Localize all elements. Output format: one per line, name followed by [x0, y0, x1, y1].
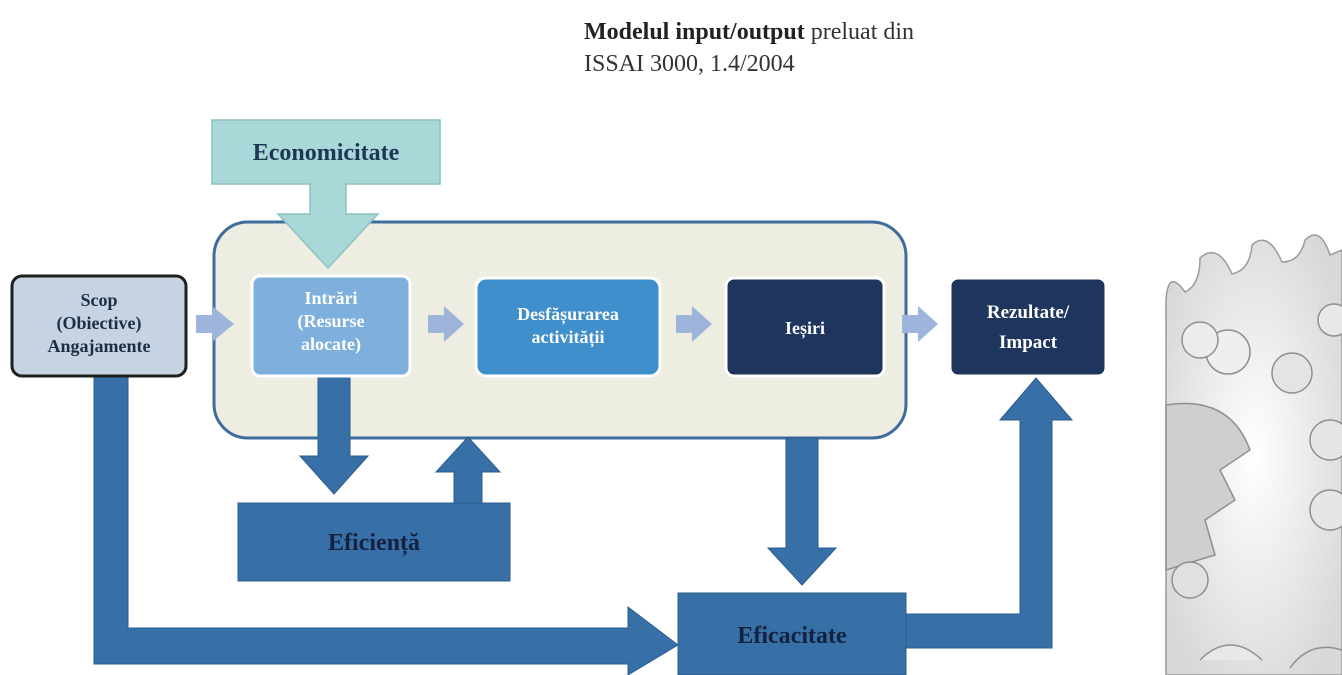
- scop-label-3: Angajamente: [48, 336, 151, 356]
- rezultate-box: [948, 276, 1108, 378]
- desfasurarea-box: [474, 276, 662, 378]
- diagram-caption: Modelul input/output preluat din ISSAI 3…: [584, 16, 914, 80]
- intrari-label-3: alocate): [301, 334, 361, 355]
- scop-label-2: (Obiective): [57, 313, 142, 334]
- desfasurarea-label-2: activității: [532, 327, 605, 348]
- economicitate-label: Economicitate: [253, 140, 400, 166]
- iesiri-box: [724, 276, 886, 378]
- intrari-label-2: (Resurse: [298, 311, 365, 332]
- scop-box: [10, 274, 188, 378]
- caption-reference: ISSAI 3000, 1.4/2004: [584, 51, 795, 77]
- iesiri-to-eficacitate-arrow: [766, 437, 838, 586]
- economicitate-arrow: [211, 119, 441, 270]
- arrow-desfasurare-to-iesiri: [676, 306, 712, 342]
- rezultate-label-1: Rezultate/: [987, 302, 1070, 323]
- desfasurarea-label-1: Desfășurarea: [517, 304, 619, 325]
- eficienta-to-panel-arrow: [434, 436, 502, 504]
- intrari-label-1: Intrări: [305, 288, 358, 308]
- scop-to-eficacitate-arrow: [93, 374, 679, 675]
- intrari-to-eficienta-arrow: [298, 374, 370, 495]
- gear-decoration: [1165, 234, 1342, 675]
- caption-source: preluat din: [804, 19, 915, 45]
- eficienta-label: Eficiență: [328, 530, 420, 556]
- eficacitate-label: Eficacitate: [737, 623, 847, 649]
- rezultate-label-2: Impact: [999, 332, 1058, 353]
- arrow-intrari-to-desfasurare: [428, 306, 464, 342]
- eficacitate-box: [677, 592, 907, 675]
- intrari-box: [250, 274, 412, 378]
- eficacitate-to-rezultate-arrow: [905, 377, 1074, 649]
- eficienta-box: [237, 502, 511, 582]
- iesiri-label: Ieșiri: [785, 318, 825, 339]
- arrow-iesiri-to-rezultate: [902, 306, 938, 342]
- arrow-scop-to-panel: [196, 306, 234, 342]
- scop-label-1: Scop: [80, 290, 117, 310]
- caption-title: Modelul input/output: [584, 19, 805, 45]
